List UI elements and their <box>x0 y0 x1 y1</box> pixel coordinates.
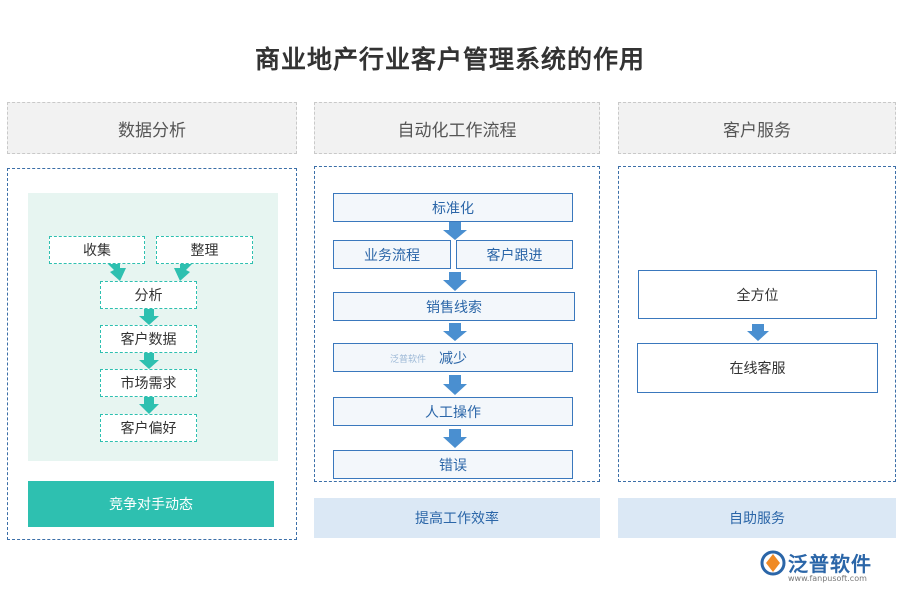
arrow-down-icon <box>443 375 467 395</box>
customer-data-tag: 客户数据 <box>100 325 197 353</box>
arrow-down-icon <box>443 429 467 448</box>
arrow-down-icon <box>139 309 159 325</box>
column-header-workflow: 自动化工作流程 <box>314 102 600 154</box>
reduce-label: 减少 <box>439 350 467 367</box>
page-title: 商业地产行业客户管理系统的作用 <box>254 45 645 74</box>
sales-leads-box: 销售线索 <box>333 292 575 321</box>
market-demand-tag: 市场需求 <box>100 369 197 397</box>
reduce-box: 泛普软件 减少 <box>333 343 573 372</box>
improve-efficiency-box: 提高工作效率 <box>314 498 600 538</box>
arrow-down-icon <box>139 397 159 414</box>
arrow-down-right-icon <box>108 264 126 281</box>
arrow-down-icon <box>747 324 769 341</box>
manual-ops-box: 人工操作 <box>333 397 573 426</box>
business-flow-box: 业务流程 <box>333 240 451 269</box>
workflow-panel <box>314 166 600 482</box>
logo-mark-icon <box>760 550 786 576</box>
arrow-down-left-icon <box>174 264 192 281</box>
customer-service-panel <box>618 166 896 482</box>
collect-tag: 收集 <box>49 236 145 264</box>
logo-text: 泛普软件 <box>788 552 872 576</box>
column-header-customer-service: 客户服务 <box>618 102 896 154</box>
fanpusoft-logo: 泛普软件 www.fanpusoft.com <box>760 548 890 586</box>
standardize-box: 标准化 <box>333 193 573 222</box>
column-header-data-analysis: 数据分析 <box>7 102 297 154</box>
analyze-tag: 分析 <box>100 281 197 309</box>
customer-follow-box: 客户跟进 <box>456 240 573 269</box>
organize-tag: 整理 <box>156 236 253 264</box>
self-service-box: 自助服务 <box>618 498 896 538</box>
data-analysis-panel <box>7 168 297 540</box>
arrow-down-icon <box>443 222 467 240</box>
arrow-down-icon <box>443 272 467 291</box>
arrow-down-icon <box>139 353 159 369</box>
arrow-down-icon <box>443 323 467 341</box>
logo-url: www.fanpusoft.com <box>788 574 867 583</box>
competitor-dynamics-box: 竞争对手动态 <box>28 481 274 527</box>
errors-box: 错误 <box>333 450 573 479</box>
customer-preference-tag: 客户偏好 <box>100 414 197 442</box>
watermark: 泛普软件 <box>390 355 427 365</box>
online-service-box: 在线客服 <box>637 343 878 393</box>
all-round-box: 全方位 <box>638 270 877 319</box>
